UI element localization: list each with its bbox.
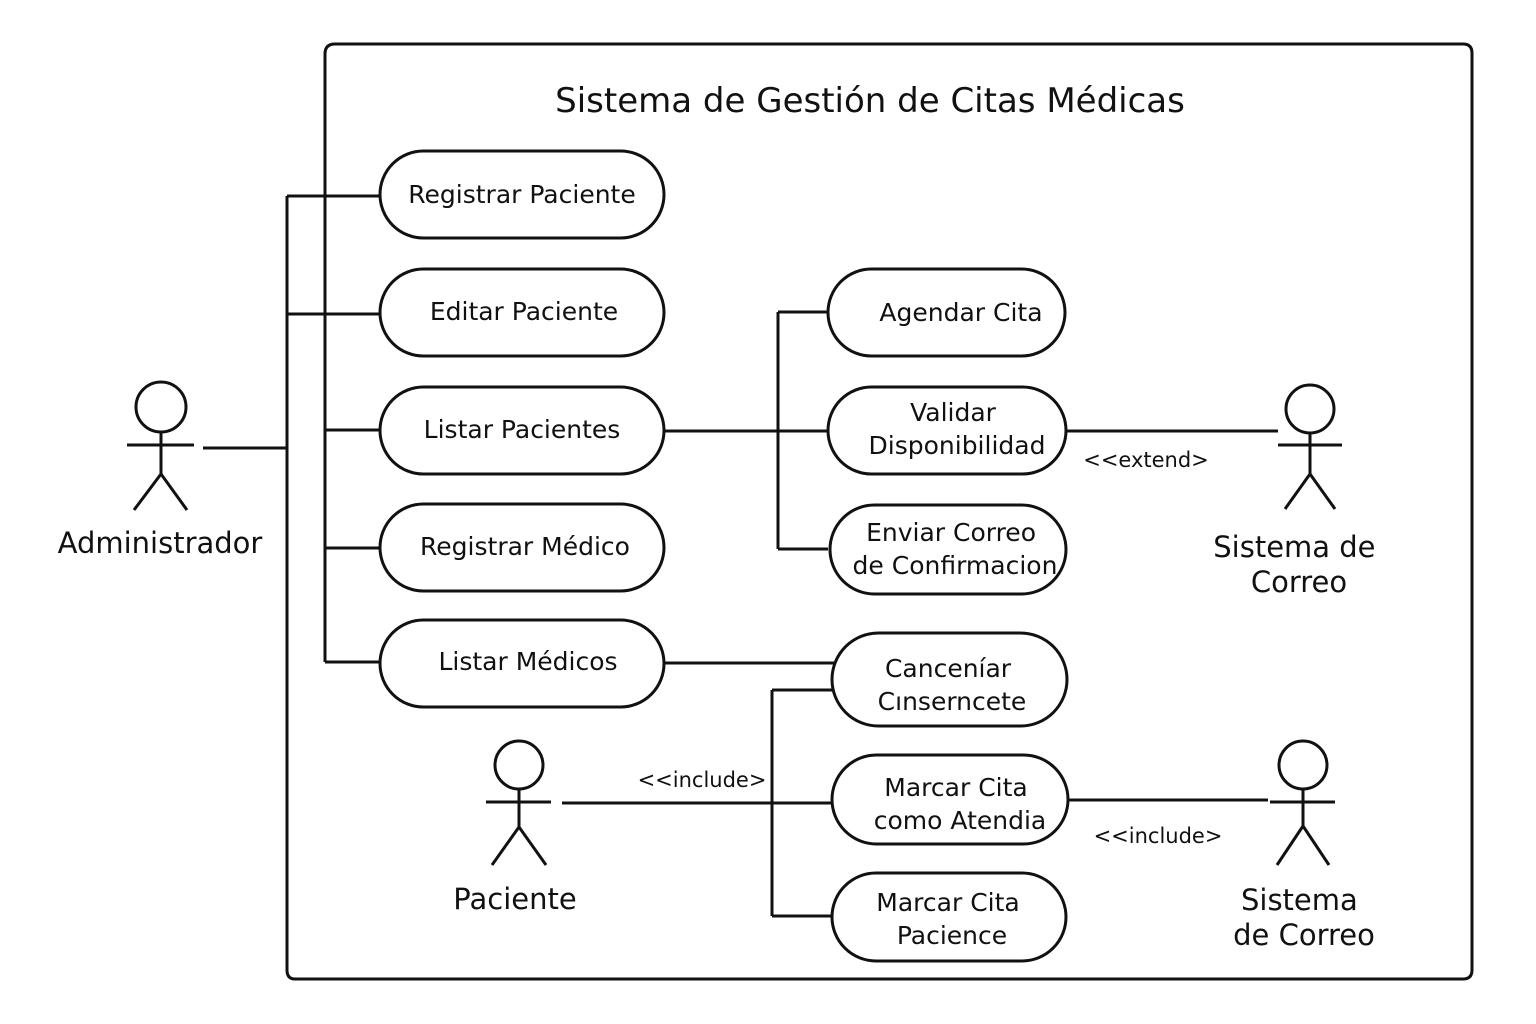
use-case-listar-medicos[interactable]: Listar Médicos [378, 618, 666, 709]
stick-figure-icon [1278, 383, 1342, 510]
use-case-enviar-correo[interactable]: Enviar Correo de Confirmacion [828, 503, 1068, 596]
use-case-registrar-paciente[interactable]: Registrar Paciente [378, 149, 666, 240]
use-case-label: Registrar Paciente [408, 180, 635, 209]
agenda-associations [664, 310, 828, 551]
system-boundary [285, 42, 1474, 981]
actor-sistema-correo-2[interactable]: Sistema de Correo [1233, 739, 1375, 952]
extend-stereotype-label: <<extend> [1083, 448, 1209, 472]
include-stereotype-label-right: <<include> [1094, 824, 1223, 848]
stick-figure-icon [127, 380, 194, 511]
use-case-validar-disponibilidad[interactable]: Validar Disponibilidad [826, 385, 1068, 476]
include-stereotype-label-left: <<include> [638, 768, 767, 792]
actor-sistema-correo-1[interactable]: Sistema de Correo [1213, 383, 1385, 599]
use-case-label: Validar Disponibilidad [869, 398, 1046, 460]
use-case-label: Registrar Médico [420, 532, 630, 561]
use-case-label: Marcar Cita Pacience [876, 888, 1027, 950]
use-case-editar-paciente[interactable]: Editar Paciente [378, 267, 666, 358]
actor-paciente[interactable]: Paciente [453, 739, 577, 916]
actor-label: Sistema de Correo [1233, 883, 1375, 952]
use-case-label: Canceníar Cınserncete [878, 654, 1027, 716]
use-case-label: Agendar Cita [879, 298, 1042, 327]
actor-label: Sistema de Correo [1213, 530, 1385, 599]
use-case-listar-pacientes[interactable]: Listar Pacientes [378, 385, 666, 476]
system-title: Sistema de Gestión de Citas Médicas [555, 81, 1185, 121]
stick-figure-icon [486, 739, 551, 866]
use-case-cancelar[interactable]: Canceníar Cınserncete [830, 631, 1069, 728]
actor-label: Paciente [453, 882, 576, 916]
administrador-associations [203, 194, 380, 664]
stick-figure-icon [1270, 739, 1335, 866]
use-case-label: Listar Médicos [438, 647, 617, 676]
use-case-registrar-medico[interactable]: Registrar Médico [378, 502, 666, 593]
use-case-label: Editar Paciente [430, 297, 618, 326]
use-case-marcar-paciente[interactable]: Marcar Cita Pacience [830, 871, 1068, 963]
paciente-associations [562, 688, 832, 918]
actor-label: Administrador [58, 526, 263, 560]
use-case-agendar-cita[interactable]: Agendar Cita [826, 267, 1067, 358]
actor-administrador[interactable]: Administrador [58, 380, 263, 560]
use-case-label: Marcar Cita como Atendia [874, 773, 1046, 835]
use-case-label: Listar Pacientes [424, 415, 621, 444]
use-case-label: Enviar Correo de Confirmacion [853, 518, 1058, 580]
use-case-marcar-atendida[interactable]: Marcar Cita como Atendia [830, 753, 1070, 846]
